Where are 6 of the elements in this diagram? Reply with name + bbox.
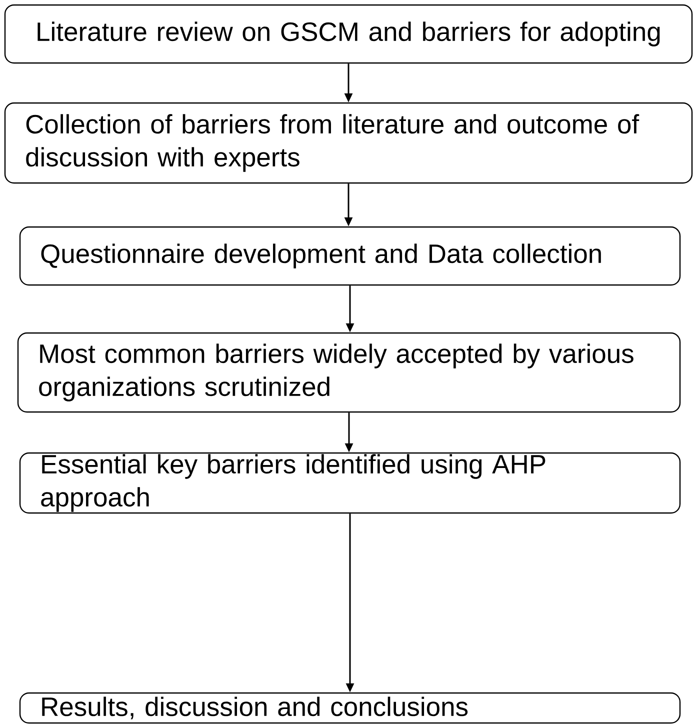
process-box: Results, discussion and conclusions [19,692,681,724]
process-box: Most common barriers widely accepted by various organizations scrutinized [17,332,681,413]
process-box: Literature review on GSCM and barriers for adopting [4,4,693,64]
process-box: Essential key barriers identified using AHP approach [19,452,681,514]
process-box: Questionnaire development and Data collection [19,226,681,286]
process-box: Collection of barriers from literature and outcome of discussion with experts [4,102,693,184]
